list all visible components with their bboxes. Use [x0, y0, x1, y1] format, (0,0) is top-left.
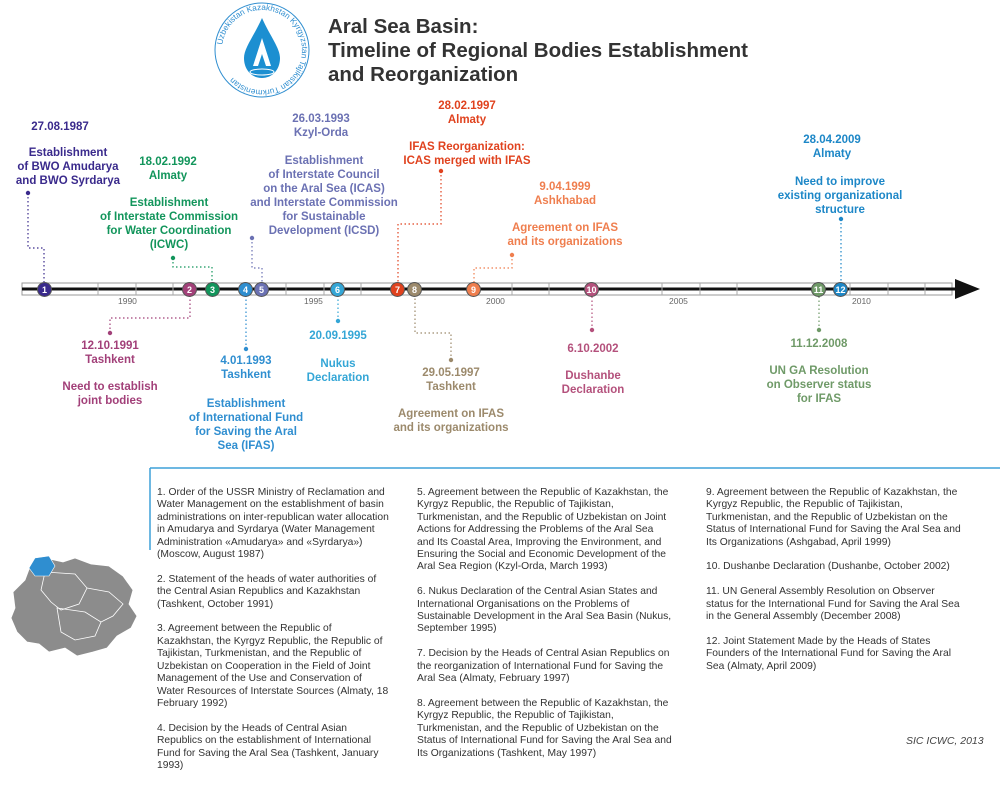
event-2-date: 12.10.1991 Tashkent: [81, 340, 139, 366]
event-10-text: Dushanbe Declaration: [561, 370, 625, 396]
event-12-date: 28.04.2009 Almaty: [803, 134, 861, 160]
event-5-text: Establishment of Interstate Council on t…: [250, 155, 398, 237]
event-11-text: UN GA Resolution on Observer status for …: [766, 365, 872, 405]
title-line-1: Aral Sea Basin:: [328, 15, 479, 38]
event-4-date: 4.01.1993 Tashkent: [220, 355, 272, 381]
event-3-text: Establishment of Interstate Commission f…: [99, 197, 239, 251]
event-4-text: Establishment of International Fund for …: [188, 398, 304, 452]
event-marker-12: 12: [833, 282, 848, 297]
credit-text: SIC ICWC, 2013: [906, 735, 984, 747]
year-label-1995: 1995: [304, 296, 323, 306]
notes-column-2: 5. Agreement between the Republic of Kaz…: [417, 487, 672, 759]
event-marker-11: 11: [811, 282, 826, 297]
year-label-1990: 1990: [118, 296, 137, 306]
connector-9: [473, 255, 513, 282]
event-6-date: 20.09.1995: [309, 330, 367, 342]
event-marker-8: 8: [407, 282, 422, 297]
event-marker-3: 3: [205, 282, 220, 297]
event-8-text: Agreement on IFAS and its organizations: [393, 408, 509, 434]
region-map: [5, 552, 145, 664]
event-12-text: Need to improve existing organizational …: [777, 176, 903, 216]
timeline-arrowhead: [955, 279, 980, 299]
year-label-2000: 2000: [486, 296, 505, 306]
title-line-3: and Reorganization: [328, 63, 519, 86]
event-9-date: 9.04.1999 Ashkhabad: [534, 181, 596, 207]
page-title: Aral Sea Basin: Timeline of Regional Bod…: [328, 15, 798, 87]
year-label-2010: 2010: [852, 296, 871, 306]
event-11-date: 11.12.2008: [790, 338, 848, 350]
event-marker-2: 2: [182, 282, 197, 297]
event-marker-4: 4: [238, 282, 253, 297]
event-7-date: 28.02.1997 Almaty: [438, 100, 496, 126]
event-3-date: 18.02.1992 Almaty: [139, 156, 197, 182]
event-marker-10: 10: [584, 282, 599, 297]
event-5-date: 26.03.1993 Kzyl-Orda: [292, 113, 350, 139]
year-label-2005: 2005: [669, 296, 688, 306]
title-line-2: Timeline of Regional Bodies Establishmen…: [328, 39, 748, 62]
event-marker-9: 9: [466, 282, 481, 297]
event-2-text: Need to establish joint bodies: [62, 381, 158, 407]
event-marker-5: 5: [254, 282, 269, 297]
connector-8: [414, 296, 452, 360]
event-10-date: 6.10.2002: [567, 343, 619, 355]
event-1-date: 27.08.1987: [31, 121, 89, 133]
event-marker-1: 1: [37, 282, 52, 297]
connector-5: [251, 238, 263, 282]
event-1-text: Establishment of BWO Amudarya and BWO Sy…: [15, 147, 121, 187]
event-marker-6: 6: [330, 282, 345, 297]
connector-3: [172, 258, 213, 282]
notes-column-1: 1. Order of the USSR Ministry of Reclama…: [157, 487, 389, 771]
event-9-text: Agreement on IFAS and its organizations: [507, 222, 623, 248]
event-8-date: 29.05.1997 Tashkent: [422, 367, 480, 393]
event-6-text: Nukus Declaration: [306, 358, 370, 384]
notes-divider: [149, 467, 1000, 550]
logo: Uzbekistan Kazakhstan Kyrgyzstan Tajikis…: [212, 0, 312, 100]
connector-7: [397, 171, 442, 282]
event-marker-7: 7: [390, 282, 405, 297]
event-7-text: IFAS Reorganization: ICAS merged with IF…: [403, 141, 531, 167]
notes-column-3: 9. Agreement between the Republic of Kaz…: [706, 487, 961, 672]
connector-dots: [25, 168, 844, 363]
connector-1: [27, 193, 45, 282]
